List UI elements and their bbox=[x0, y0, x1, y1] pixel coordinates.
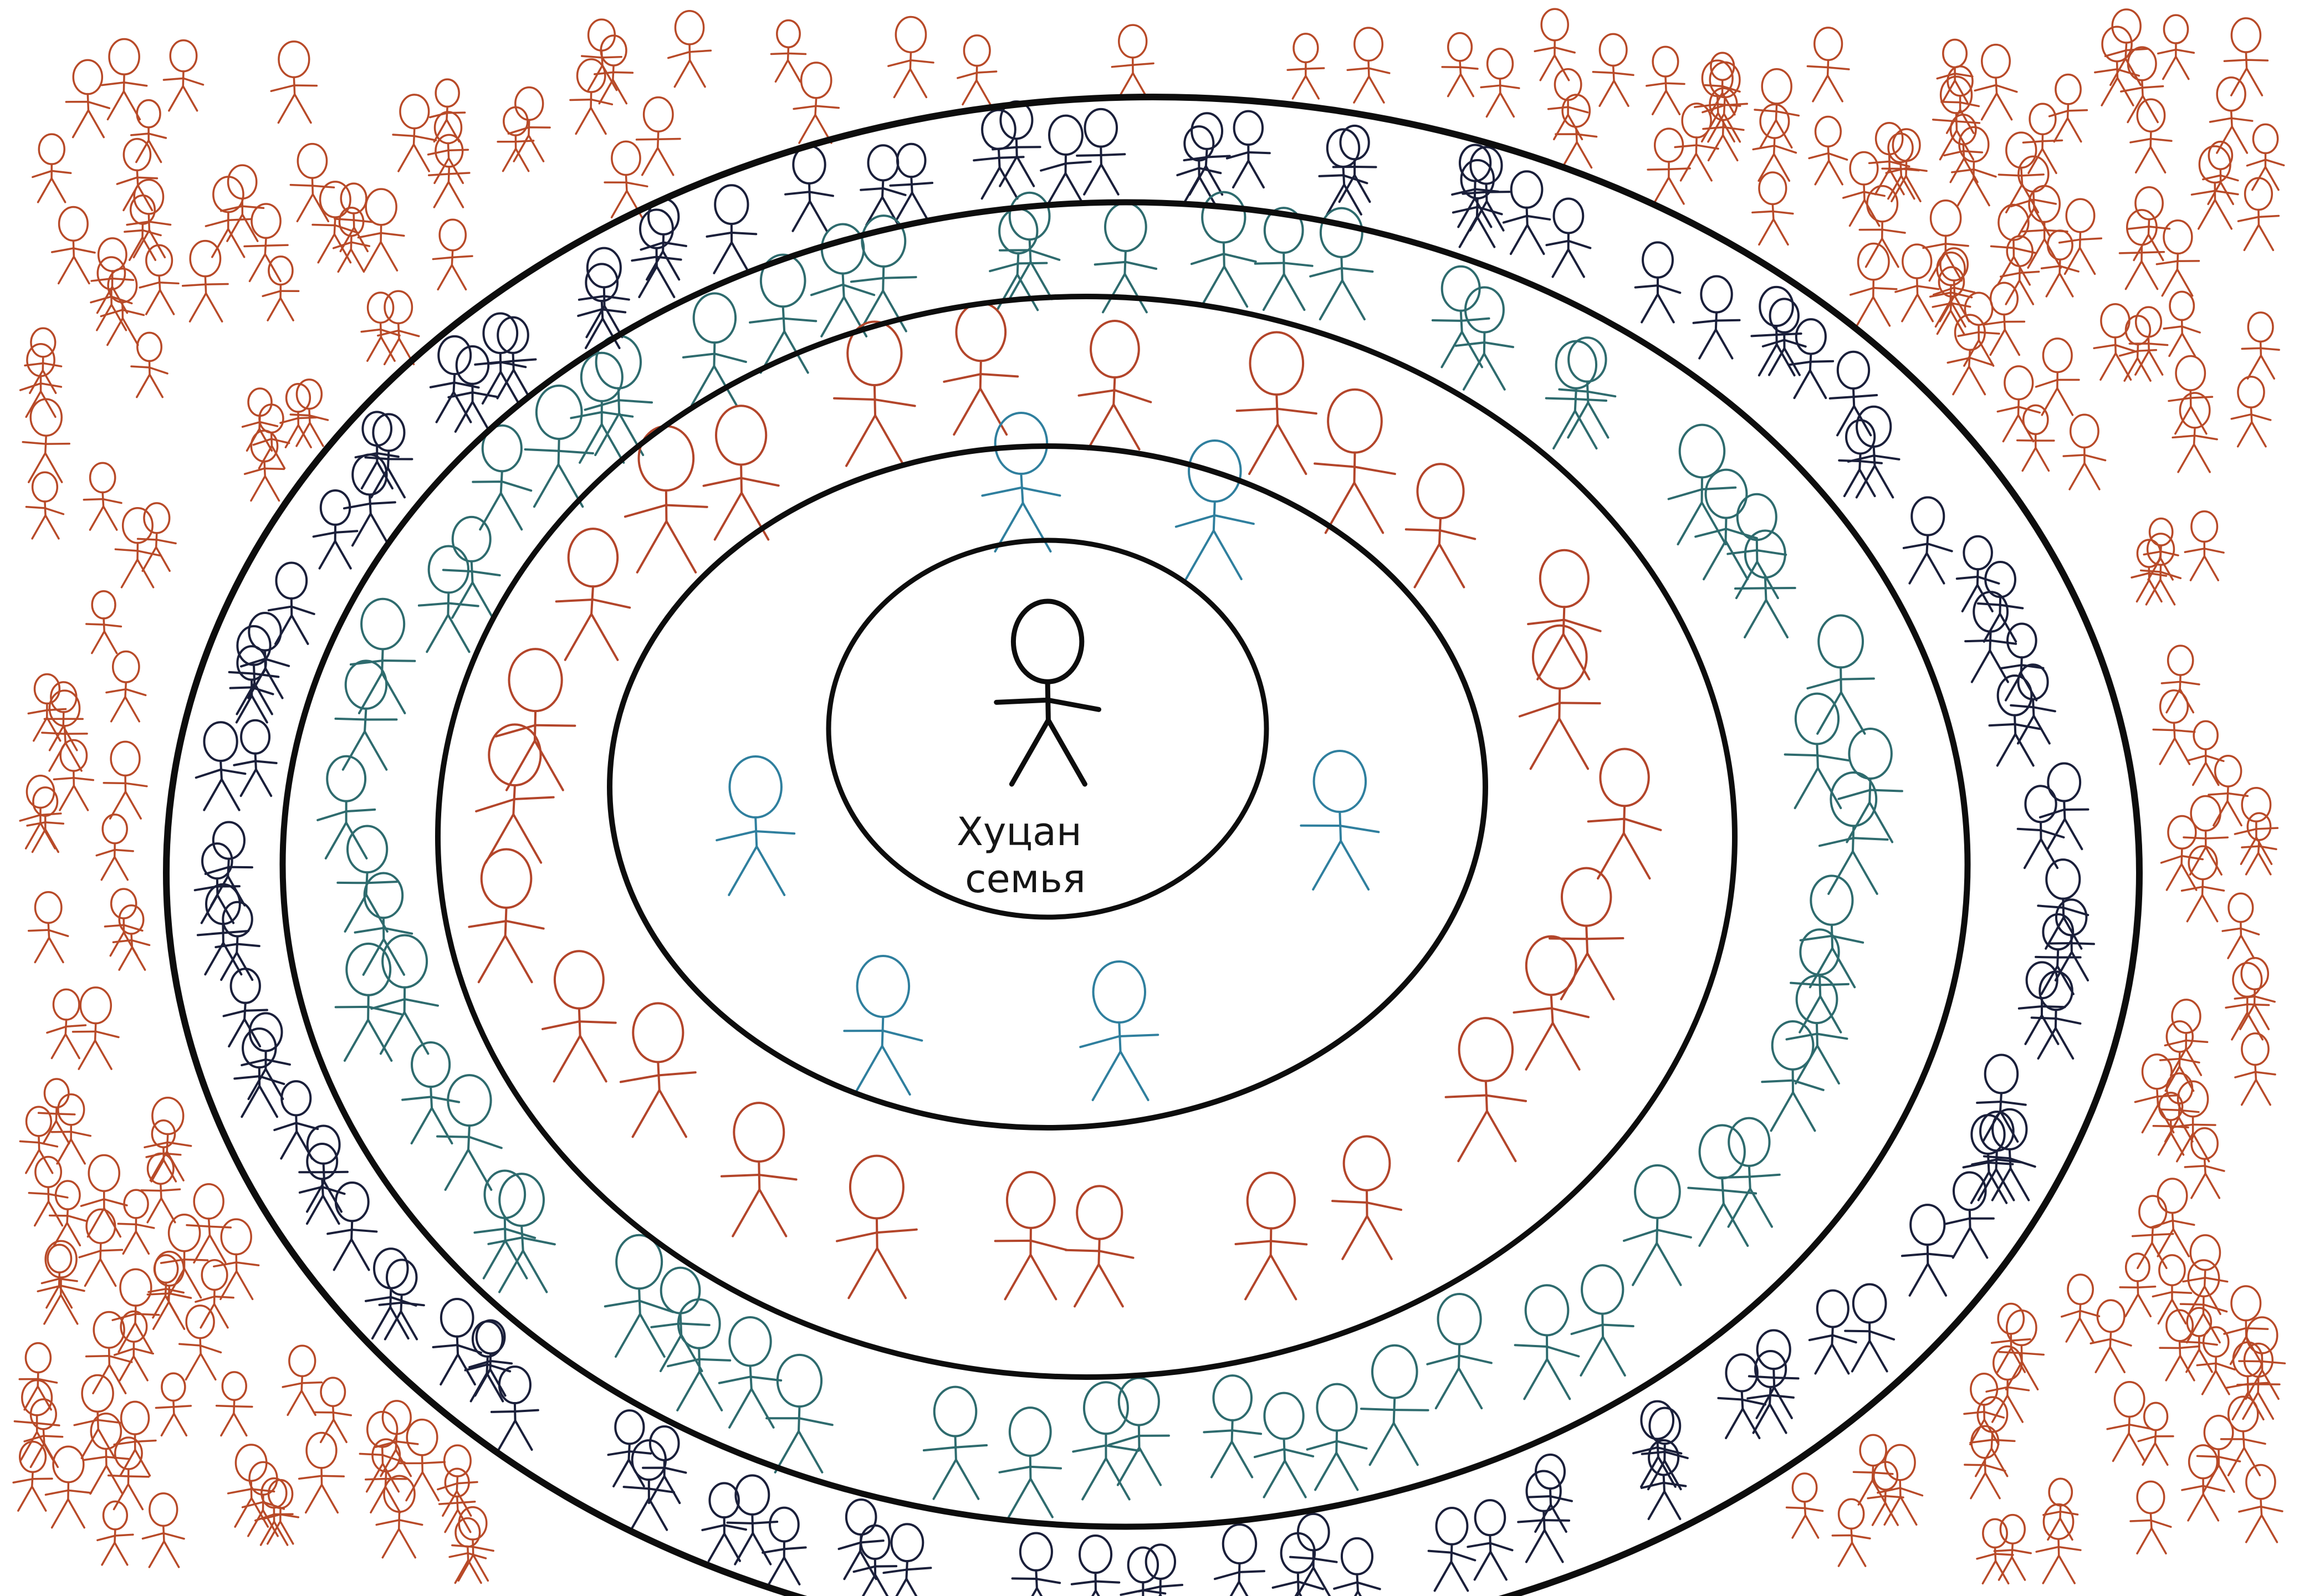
center-caption-line-1: Хуцан bbox=[957, 809, 1082, 855]
center-caption-line-2: семья bbox=[965, 856, 1086, 902]
